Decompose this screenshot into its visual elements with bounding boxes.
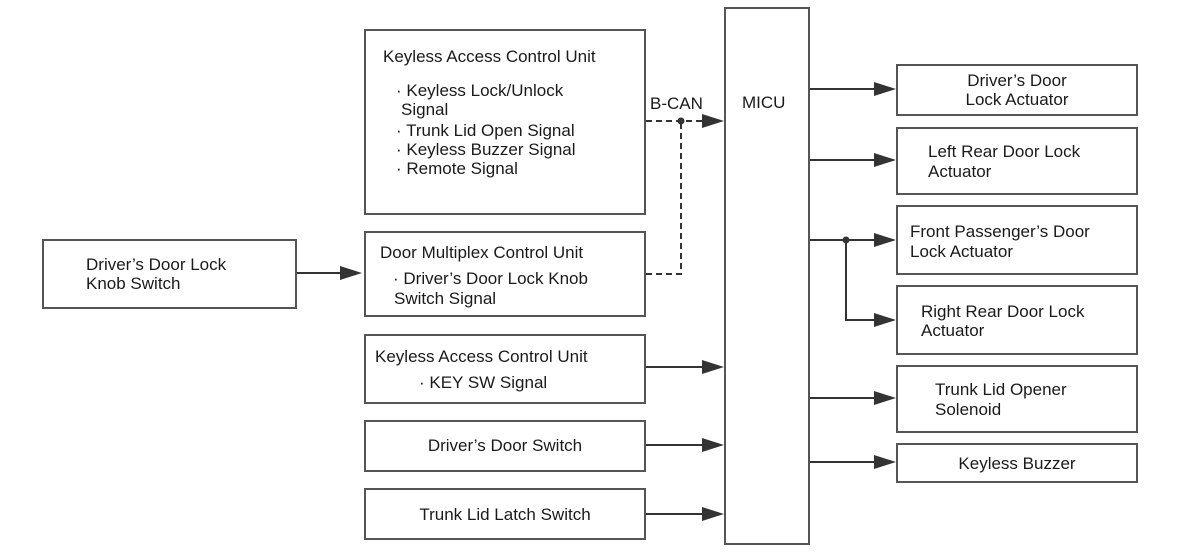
signal-item: · Trunk Lid Open Signal (396, 121, 575, 140)
output-box-left-rear-door-lock-actuator: Left Rear Door Lock Actuator (896, 127, 1138, 195)
output-label-line1: Driver’s Door (967, 71, 1067, 90)
output-label-line2: Lock Actuator (965, 90, 1069, 109)
arrowhead (874, 391, 896, 405)
arrowhead (874, 313, 896, 327)
bcan-drop-line (646, 121, 682, 275)
micu-box: MICU (724, 7, 810, 545)
signal-item: · Keyless Buzzer Signal (396, 140, 576, 159)
door-multiplex-title: Door Multiplex Control Unit (380, 243, 584, 262)
signal-item: Signal (401, 100, 449, 119)
output-box-keyless-buzzer: Keyless Buzzer (896, 443, 1138, 483)
signal-item: Switch Signal (394, 289, 497, 308)
driver-door-switch-label: Driver’s Door Switch (427, 436, 583, 455)
output-junction (842, 236, 850, 244)
arrowhead (702, 114, 724, 128)
output-label-line1: Trunk Lid Opener (935, 380, 1067, 399)
output-box-driver-door-lock-actuator: Driver’s Door Lock Actuator (896, 64, 1138, 116)
output-label-line1: Left Rear Door Lock (928, 142, 1081, 161)
output-label-line1: Right Rear Door Lock (921, 302, 1085, 321)
output-label-line1: Front Passenger’s Door (910, 222, 1090, 241)
arrowhead (702, 360, 724, 374)
trunk-latch-switch-box: Trunk Lid Latch Switch (364, 488, 646, 540)
keyless-access-control-unit-box: Keyless Access Control Unit · Keyless Lo… (364, 29, 646, 215)
arrowhead (874, 455, 896, 469)
output-box-right-rear-door-lock-actuator: Right Rear Door Lock Actuator (896, 285, 1138, 355)
signal-item: · Remote Signal (396, 159, 518, 178)
arrowhead (874, 153, 896, 167)
output-label-line1: Keyless Buzzer (958, 454, 1076, 473)
micu-label: MICU (742, 93, 786, 112)
output-label-line2: Solenoid (935, 400, 1002, 419)
bcan-label: B-CAN (650, 94, 703, 113)
output-label-line2: Actuator (921, 321, 985, 340)
keyless-key-sw-title: Keyless Access Control Unit (375, 347, 588, 366)
output-label-line2: Actuator (928, 162, 992, 181)
arrowhead (874, 82, 896, 96)
knob-switch-label-line1: Driver’s Door Lock (86, 255, 227, 274)
signal-item: · Driver’s Door Lock Knob (393, 269, 588, 288)
trunk-latch-switch-label: Trunk Lid Latch Switch (419, 505, 591, 524)
arrowhead (702, 507, 724, 521)
output-box-trunk-lid-opener-solenoid: Trunk Lid Opener Solenoid (896, 365, 1138, 433)
arrowhead (340, 266, 362, 280)
keyless-key-sw-box: Keyless Access Control Unit · KEY SW Sig… (364, 334, 646, 404)
output-label-line2: Lock Actuator (910, 242, 1014, 261)
signal-item: · KEY SW Signal (419, 373, 548, 392)
output-box-front-passenger-door-lock-actuator: Front Passenger’s Door Lock Actuator (896, 205, 1138, 275)
knob-switch-label-line2: Knob Switch (86, 274, 181, 293)
driver-door-switch-box: Driver’s Door Switch (364, 420, 646, 472)
signal-item: · Keyless Lock/Unlock (396, 81, 564, 100)
bcan-junction (677, 117, 685, 125)
door-multiplex-unit-box: Door Multiplex Control Unit · Driver’s D… (364, 231, 646, 317)
arrowhead (702, 438, 724, 452)
connector-out-4 (845, 240, 876, 321)
knob-switch-box: Driver’s Door Lock Knob Switch (42, 239, 297, 309)
arrowhead (874, 233, 896, 247)
keyless-unit-title: Keyless Access Control Unit (383, 47, 596, 66)
